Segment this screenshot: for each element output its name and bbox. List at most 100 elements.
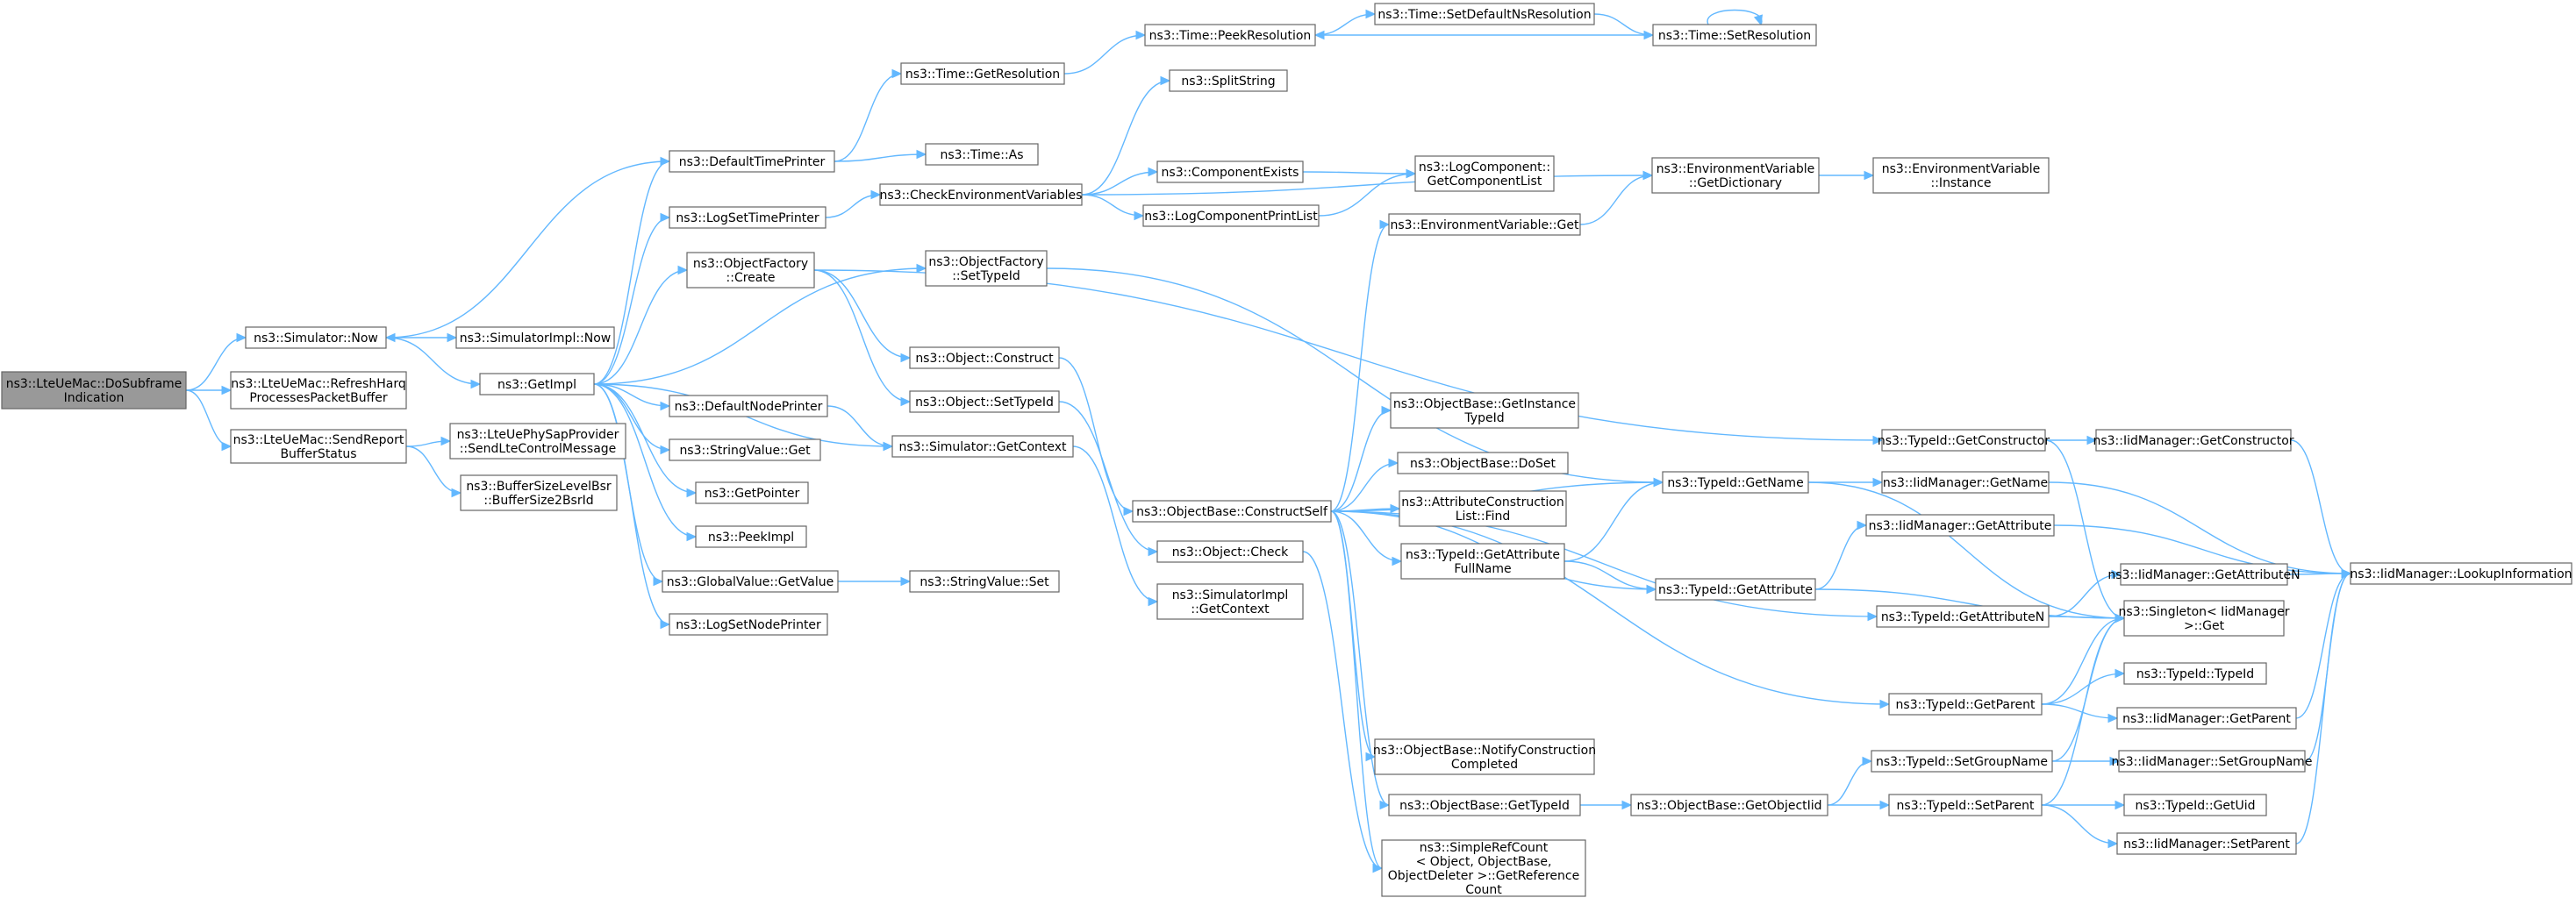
node-box — [925, 143, 1039, 166]
function-node[interactable]: ns3::TypeId::SetGroupName — [1871, 750, 2053, 773]
function-node[interactable]: ns3::LogComponentPrintList — [1142, 204, 1320, 227]
edge-n29-n36 — [1330, 458, 1399, 512]
function-node[interactable]: ns3::EnvironmentVariable::GetDictionary — [1651, 157, 1820, 194]
node-box — [1381, 839, 1586, 897]
node-box — [2123, 662, 2267, 685]
function-node[interactable]: ns3::TypeId::TypeId — [2123, 662, 2267, 685]
function-node[interactable]: ns3::TypeId::GetParent — [1888, 693, 2043, 716]
edge-line — [2048, 574, 2122, 617]
arrowhead — [660, 156, 671, 167]
function-node[interactable]: ns3::DefaultNodePrinter — [669, 395, 828, 417]
function-node[interactable]: ns3::Singleton< IidManager>::Get — [2119, 600, 2290, 637]
arrowhead — [1642, 170, 1654, 181]
node-label: ns3::SimulatorImpl::Now — [460, 331, 612, 346]
node-label: ns3::ObjectBase::GetTypeId — [1399, 799, 1570, 813]
edge-n46-n54 — [1828, 800, 1891, 810]
function-node[interactable]: ns3::EnvironmentVariable::Get — [1388, 213, 1581, 236]
edge-n22-n30 — [1058, 401, 1159, 557]
function-node[interactable]: ns3::Simulator::Now — [245, 326, 387, 349]
function-node[interactable]: ns3::TypeId::GetConstructor — [1878, 429, 2050, 452]
function-node[interactable]: ns3::IidManager::GetAttributeN — [2107, 563, 2301, 586]
function-node[interactable]: ns3::IidManager::GetName — [1881, 471, 2050, 494]
function-node[interactable]: ns3::LteUePhySapProvider::SendLteControl… — [449, 423, 626, 460]
function-node[interactable]: ns3::IidManager::GetAttribute — [1865, 514, 2055, 537]
function-node[interactable]: ns3::DefaultTimePrinter — [669, 150, 835, 173]
edge-line — [1330, 462, 1399, 512]
node-label: ns3::ObjectFactory — [693, 257, 808, 271]
function-node[interactable]: ns3::LteUeMac::RefreshHarqProcessesPacke… — [230, 371, 407, 410]
function-node[interactable]: ns3::SplitString — [1169, 69, 1288, 92]
function-node[interactable]: ns3::SimpleRefCount< Object, ObjectBase,… — [1381, 839, 1586, 897]
function-node[interactable]: ns3::IidManager::GetConstructor — [2093, 429, 2294, 452]
function-node[interactable]: ns3::CheckEnvironmentVariables — [879, 183, 1083, 206]
function-node[interactable]: ns3::StringValue::Get — [669, 438, 821, 461]
function-node[interactable]: ns3::ObjectFactory::SetTypeId — [925, 250, 1048, 287]
function-node[interactable]: ns3::TypeId::GetName — [1662, 471, 1809, 494]
function-node[interactable]: ns3::ObjectBase::DoSet — [1397, 452, 1569, 474]
edge-n5-n13 — [593, 383, 698, 498]
edge-line — [593, 267, 927, 385]
function-node[interactable]: ns3::PeekImpl — [695, 525, 807, 548]
function-node[interactable]: ns3::TypeId::GetAttribute — [1655, 578, 1816, 601]
node-label: ns3::AttributeConstruction — [1401, 495, 1563, 510]
edge-line — [1081, 80, 1170, 196]
function-node[interactable]: ns3::Object::Check — [1156, 540, 1304, 563]
function-node[interactable]: ns3::EnvironmentVariable::Instance — [1872, 157, 2050, 194]
function-node[interactable]: ns3::Object::SetTypeId — [909, 390, 1060, 413]
function-node[interactable]: ns3::BufferSizeLevelBsr::BufferSize2BsrI… — [460, 474, 618, 511]
function-node[interactable]: ns3::Simulator::GetContext — [891, 435, 1074, 458]
function-node[interactable]: ns3::ObjectFactory::Create — [686, 252, 815, 289]
function-node[interactable]: ns3::Time::GetResolution — [900, 62, 1065, 85]
function-node[interactable]: ns3::ObjectBase::GetObjectIid — [1630, 794, 1828, 816]
function-node[interactable]: ns3::LogComponent::GetComponentList — [1414, 155, 1555, 192]
function-node[interactable]: ns3::SimulatorImpl::GetContext — [1156, 583, 1304, 620]
function-node[interactable]: ns3::ObjectBase::GetTypeId — [1388, 794, 1581, 816]
function-node[interactable]: ns3::Time::PeekResolution — [1144, 24, 1316, 46]
function-node[interactable]: ns3::StringValue::Set — [909, 570, 1060, 593]
function-node[interactable]: ns3::TypeId::GetAttributeN — [1876, 605, 2050, 628]
arrowhead — [1123, 506, 1134, 517]
function-node[interactable]: ns3::ObjectBase::ConstructSelf — [1132, 500, 1332, 523]
function-node[interactable]: ns3::Time::As — [925, 143, 1039, 166]
edge-n42-n25 — [1313, 30, 1653, 40]
function-node[interactable]: ns3::ComponentExists — [1156, 160, 1304, 183]
node-box — [1662, 471, 1809, 494]
function-node[interactable]: ns3::GetImpl — [479, 373, 595, 395]
node-label: BufferStatus — [280, 447, 356, 461]
function-node[interactable]: ns3::TypeId::GetUid — [2123, 794, 2267, 816]
function-node[interactable]: ns3::LogSetNodePrinter — [669, 613, 828, 636]
function-node[interactable]: ns3::IidManager::GetParent — [2116, 707, 2297, 730]
node-box — [1655, 578, 1816, 601]
function-node[interactable]: ns3::Time::SetDefaultNsResolution — [1374, 3, 1595, 25]
node-box — [230, 371, 407, 410]
edge-n19-n28 — [1081, 194, 1145, 221]
function-node[interactable]: ns3::GlobalValue::GetValue — [662, 570, 839, 593]
edge-n10-n21 — [813, 269, 912, 363]
node-box — [1888, 794, 2043, 816]
function-node[interactable]: ns3::SimulatorImpl::Now — [455, 326, 615, 349]
edge-n38-n44 — [1563, 477, 1664, 562]
function-node[interactable]: ns3::IidManager::LookupInformation — [2350, 562, 2572, 585]
function-node[interactable]: ns3::ObjectBase::NotifyConstructionCompl… — [1373, 738, 1596, 775]
node-label: ProcessesPacketBuffer — [249, 391, 388, 405]
node-box — [1, 371, 187, 410]
function-node[interactable]: ns3::IidManager::SetParent — [2116, 832, 2297, 855]
function-node[interactable]: ns3::LogSetTimePrinter — [669, 206, 826, 229]
function-node[interactable]: ns3::TypeId::SetParent — [1888, 794, 2043, 816]
node-box — [1374, 738, 1595, 775]
arrowhead — [2114, 800, 2126, 810]
arrowhead — [470, 379, 482, 389]
edge-line — [1330, 510, 1376, 758]
function-node[interactable]: ns3::Object::Construct — [909, 346, 1060, 369]
function-node[interactable]: ns3::Time::SetResolution — [1652, 24, 1817, 46]
node-label: ::Create — [726, 271, 776, 285]
function-node[interactable]: ns3::IidManager::SetGroupName — [2112, 750, 2313, 773]
edge-line — [1330, 510, 1890, 705]
function-node[interactable]: ns3::GetPointer — [695, 481, 809, 504]
node-label: ns3::IidManager::GetParent — [2122, 712, 2291, 726]
